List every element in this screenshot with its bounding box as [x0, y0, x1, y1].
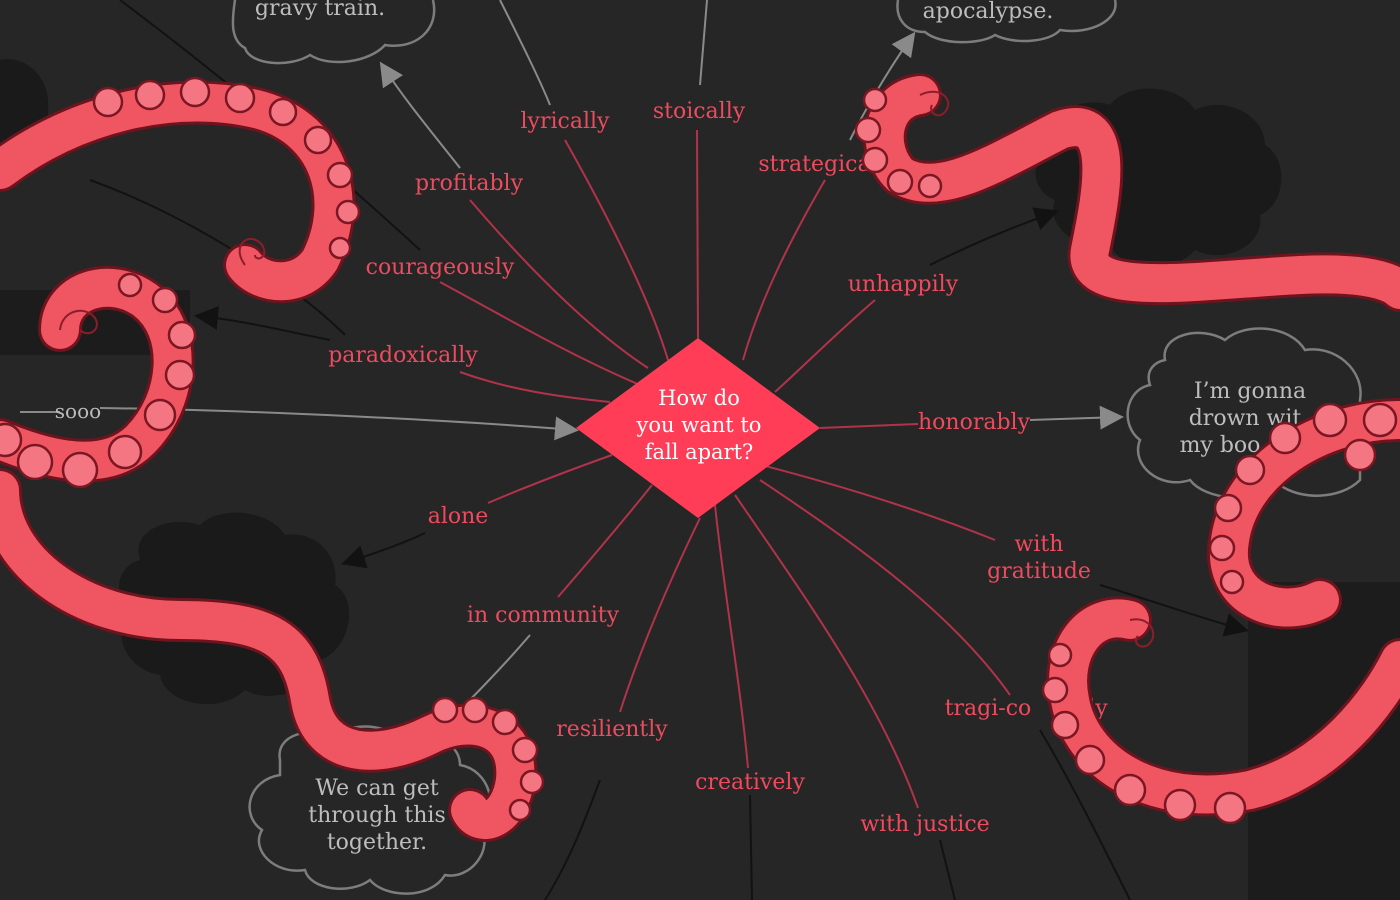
label-resiliently[interactable]: resiliently [556, 717, 668, 742]
tentacle-top-right [854, 73, 1400, 312]
label-in-community[interactable]: in community [467, 603, 620, 628]
cloud-text-together-3: together. [327, 830, 427, 855]
label-unhappily[interactable]: unhappily [848, 272, 959, 297]
label-with-gratitude-1[interactable]: with [1015, 532, 1064, 557]
center-text-1: How do [658, 386, 740, 410]
cloud-text-together-2: through this [308, 803, 446, 828]
tentacle-left-middle [0, 265, 197, 489]
cloud-text-drown-1: I’m gonna [1194, 379, 1306, 404]
cloud-text-apocalypse: apocalypse. [923, 0, 1054, 24]
label-with-gratitude-2[interactable]: gratitude [987, 559, 1091, 584]
label-creatively[interactable]: creatively [695, 770, 805, 795]
label-honorably[interactable]: honorably [918, 410, 1031, 435]
center-diamond[interactable] [576, 338, 820, 518]
spokes [439, 129, 1011, 809]
cloud-text-together-1: We can get [315, 776, 439, 801]
cloud-text-drown-3: my boo [1180, 433, 1261, 458]
label-lyrically[interactable]: lyrically [521, 109, 611, 134]
center-node[interactable]: How do you want to fall apart? [576, 338, 820, 518]
center-text-2: you want to [636, 413, 762, 437]
cloud-apocalypse: apocalypse. [896, 0, 1117, 44]
cloud-text-gravy: gravy train. [255, 0, 385, 21]
label-tragicomically[interactable]: tragi-co [945, 696, 1032, 721]
label-with-justice[interactable]: with justice [860, 812, 989, 837]
label-stoically[interactable]: stoically [653, 99, 746, 124]
tentacle-bottom-left [0, 468, 545, 842]
tentacle-bottom-right [1041, 596, 1400, 825]
label-courageously[interactable]: courageously [366, 255, 515, 280]
cloud-together: We can get through this together. [248, 725, 492, 895]
tentacle-top-left [0, 76, 361, 304]
label-paradoxically[interactable]: paradoxically [328, 343, 478, 368]
center-text-3: fall apart? [645, 440, 754, 464]
cloud-gravy-train: gravy train. [231, 0, 436, 65]
tentacle-right [1206, 398, 1400, 630]
label-soooo[interactable]: sooo [55, 399, 101, 423]
label-strategically[interactable]: strategical [758, 152, 877, 177]
label-alone[interactable]: alone [428, 504, 489, 529]
label-profitably[interactable]: profitably [415, 171, 524, 196]
